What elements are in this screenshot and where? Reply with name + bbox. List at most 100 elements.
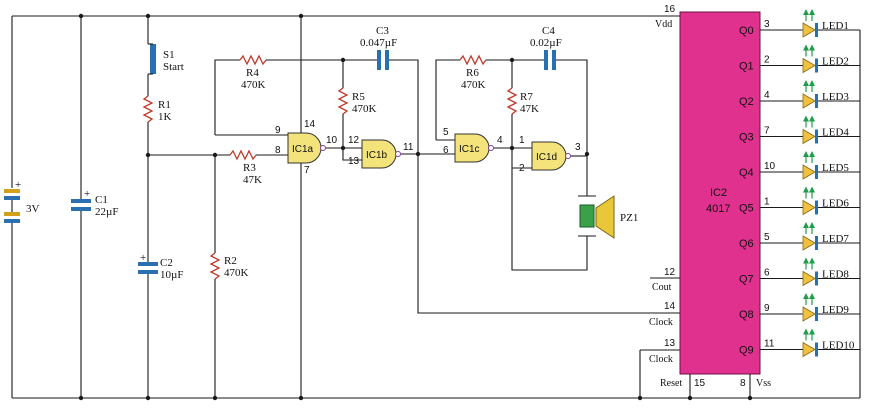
svg-text:+: + — [140, 252, 146, 264]
svg-text:10: 10 — [326, 135, 338, 146]
ic2-part: 4017 — [706, 203, 730, 215]
q-output-label: Q8 — [739, 309, 754, 321]
svg-text:7: 7 — [304, 165, 310, 176]
q-output-label: Q1 — [739, 61, 754, 73]
q-pin-number: 5 — [764, 232, 770, 243]
battery-label: 3V — [26, 203, 40, 215]
svg-text:470K: 470K — [241, 79, 266, 91]
led-icon — [802, 235, 816, 251]
resistor-r4: R4 470K — [214, 54, 343, 136]
capacitor-c4: C4 0.02µF — [512, 25, 588, 154]
resistor-r2: R2 470K — [209, 155, 249, 398]
svg-text:14: 14 — [664, 301, 676, 312]
svg-text:470K: 470K — [224, 267, 249, 279]
led-cathode-bar — [815, 129, 818, 144]
led-icon — [802, 270, 816, 287]
svg-text:Reset: Reset — [660, 378, 682, 389]
led-label: LED1 — [822, 20, 849, 32]
svg-text:Vss: Vss — [756, 378, 771, 389]
capacitor-c2: + C2 10µF — [138, 252, 183, 398]
led-cathode-bar — [815, 307, 818, 321]
svg-text:5: 5 — [443, 127, 449, 138]
svg-text:Cout: Cout — [652, 282, 672, 293]
led-label: LED3 — [822, 91, 849, 103]
svg-text:6: 6 — [443, 145, 449, 156]
svg-text:Vdd: Vdd — [655, 19, 672, 30]
q-output-label: Q4 — [739, 167, 754, 179]
led-icon — [802, 199, 816, 216]
svg-text:1: 1 — [519, 135, 525, 146]
svg-text:R6: R6 — [466, 67, 479, 79]
svg-text:C2: C2 — [160, 257, 173, 269]
ic2-name: IC2 — [710, 187, 727, 199]
q-pin-number: 1 — [764, 197, 770, 208]
resistor-r5: R5 470K — [337, 57, 377, 148]
svg-text:14: 14 — [304, 119, 316, 130]
svg-text:8: 8 — [740, 378, 746, 389]
svg-text:47K: 47K — [243, 174, 262, 186]
svg-text:15: 15 — [694, 378, 706, 389]
q-output-label: Q7 — [739, 274, 754, 286]
led-cathode-bar — [815, 94, 818, 108]
q-output-label: Q5 — [739, 203, 754, 215]
svg-text:IC1a: IC1a — [292, 144, 314, 155]
svg-text:R4: R4 — [246, 67, 259, 79]
led-icon — [802, 57, 816, 74]
q-pin-number: 9 — [764, 303, 770, 314]
svg-text:10µF: 10µF — [160, 269, 183, 281]
resistor-r1: R1 1K — [142, 95, 172, 262]
led-label: LED8 — [822, 269, 849, 281]
q-pin-number: 2 — [764, 55, 770, 66]
svg-text:0.047µF: 0.047µF — [360, 37, 397, 49]
led-cathode-bar — [815, 165, 818, 179]
svg-text:IC1b: IC1b — [366, 150, 388, 161]
led-label: LED6 — [822, 198, 849, 210]
led-icon — [802, 341, 816, 358]
led-row-5: Q4 10 LED5 — [739, 151, 860, 180]
led-row-6: Q5 1 LED6 — [739, 186, 860, 216]
gate-ic1a: IC1a 9 8 10 14 7 — [275, 119, 338, 176]
led-row-7: Q6 5 LED7 — [739, 222, 860, 251]
led-label: LED10 — [822, 340, 855, 352]
led-icon — [802, 306, 816, 322]
led-label: LED7 — [822, 233, 849, 245]
led-cathode-bar — [815, 342, 818, 357]
svg-text:0.02µF: 0.02µF — [530, 37, 562, 49]
svg-text:IC1c: IC1c — [459, 144, 480, 155]
led-icon — [802, 93, 816, 109]
q-pin-number: 10 — [764, 161, 776, 172]
led-cathode-bar — [815, 58, 818, 73]
led-icon — [802, 164, 816, 180]
svg-text:13: 13 — [348, 156, 360, 167]
svg-text:8: 8 — [275, 145, 281, 156]
svg-text:R5: R5 — [352, 91, 365, 103]
c1-value: 22µF — [95, 206, 118, 218]
ic2-4017-counter: IC2 4017 16 Vdd 12 Cout 14 Clock 13 Cloc… — [639, 4, 771, 398]
q-output-label: Q3 — [739, 132, 754, 144]
q-pin-number: 11 — [764, 339, 775, 350]
c1-name: C1 — [95, 194, 108, 206]
q-output-label: Q6 — [739, 238, 754, 250]
led-label: LED5 — [822, 162, 849, 174]
battery-polarity: + — [15, 179, 21, 191]
led-row-9: Q8 9 LED9 — [739, 293, 860, 322]
svg-text:C4: C4 — [542, 25, 555, 37]
led-label: LED2 — [822, 56, 849, 68]
svg-text:C3: C3 — [376, 25, 389, 37]
svg-text:470K: 470K — [352, 103, 377, 115]
led-cathode-bar — [815, 236, 818, 250]
svg-text:12: 12 — [348, 135, 360, 146]
svg-text:R2: R2 — [224, 255, 237, 267]
resistor-r3: R3 47K — [229, 149, 288, 186]
svg-text:Clock: Clock — [649, 354, 673, 365]
svg-text:9: 9 — [275, 125, 281, 136]
svg-text:47K: 47K — [520, 103, 539, 115]
led-label: LED9 — [822, 304, 849, 316]
svg-text:1K: 1K — [158, 111, 172, 123]
q-pin-number: 3 — [764, 19, 770, 30]
led-row-2: Q1 2 LED2 — [739, 44, 860, 74]
